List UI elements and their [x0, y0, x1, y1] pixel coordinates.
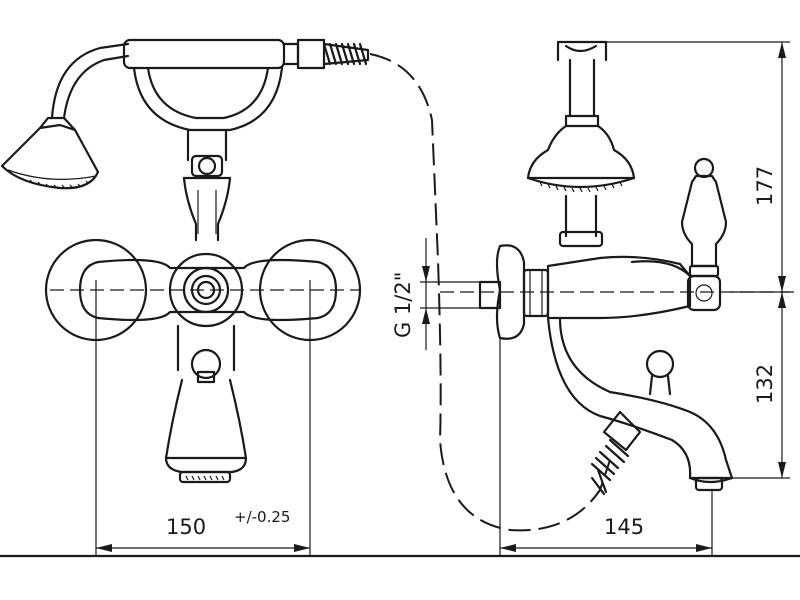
side-diverter-knob — [645, 349, 675, 379]
side-view: 177 132 145 G 1/2" — [391, 40, 800, 556]
thread-pipe — [478, 280, 502, 310]
side-aerator — [694, 476, 724, 492]
side-lever — [680, 157, 728, 312]
dim-label-145: 145 — [604, 515, 644, 539]
mixer-body — [78, 258, 338, 322]
hose-outlet — [602, 410, 642, 452]
dim-label-177: 177 — [753, 166, 777, 206]
handset-cradle — [122, 38, 370, 132]
shower-arm — [50, 42, 130, 120]
aerator — [178, 470, 232, 484]
dim-label-150: 150 — [166, 515, 206, 539]
dim-label-132: 132 — [753, 364, 777, 404]
hand-shower-head — [0, 116, 100, 190]
front-view: 150 +/-0.25 — [0, 38, 370, 556]
front-stem — [186, 128, 228, 162]
wall-nut — [522, 268, 550, 318]
side-body — [546, 255, 692, 320]
side-shower-head — [526, 124, 636, 180]
dim-label-thread: G 1/2" — [391, 272, 415, 338]
shower-hose — [369, 53, 611, 532]
wall-bracket — [556, 40, 608, 62]
dim-tolerance: +/-0.25 — [234, 508, 290, 526]
diverter-knob — [190, 348, 222, 380]
side-spout — [546, 316, 734, 480]
